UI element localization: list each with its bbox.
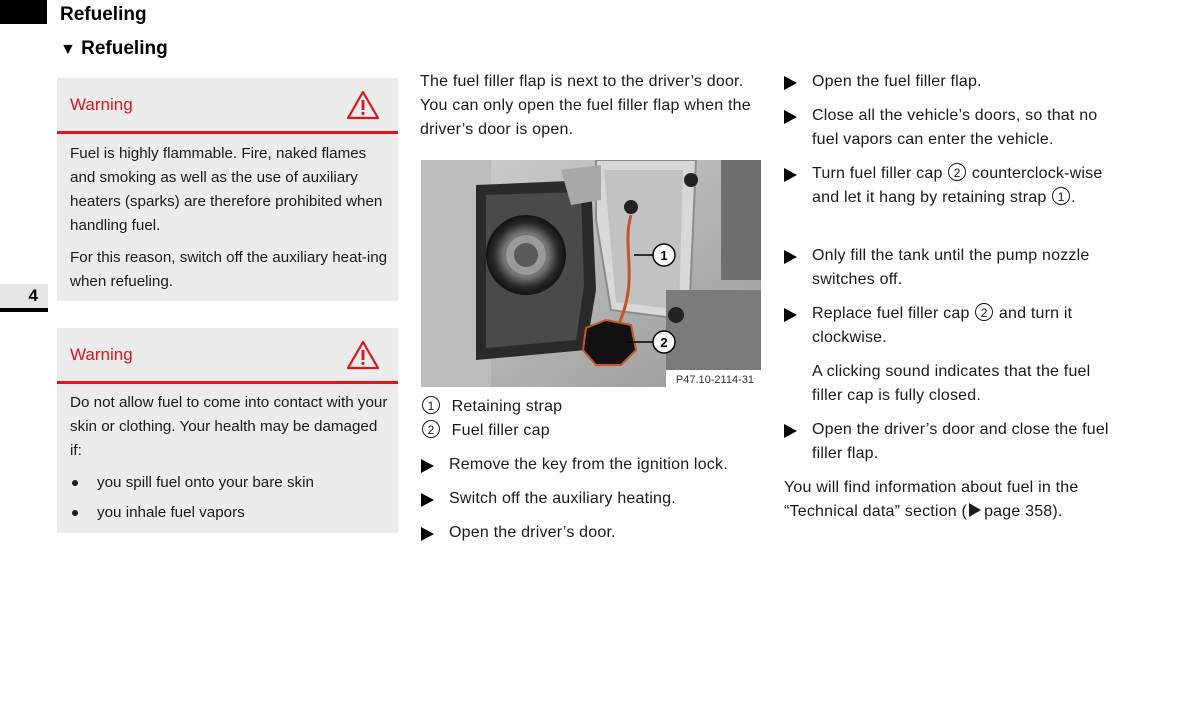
warning-title: Warning (70, 345, 133, 364)
figure-code: P47.10-2114-31 (676, 374, 754, 386)
step-text-part: and turn it clockwise. (812, 305, 1073, 346)
arrow-right-icon (784, 424, 797, 438)
step-text-part: counterclock-wise and let it hang by ret… (812, 165, 1103, 206)
warning-box-2: Warning Do not allow fuel to come into c… (57, 328, 398, 533)
arrow-right-icon (421, 459, 434, 473)
legend-item: 1 Retaining strap (421, 395, 562, 419)
warning-paragraph: Fuel is highly flammable. Fire, naked fl… (70, 145, 383, 234)
warning-paragraph: For this reason, switch off the auxiliar… (70, 249, 388, 290)
step-text-part: Turn fuel filler cap (812, 165, 943, 182)
warning-paragraph: Do not allow fuel to come into contact w… (70, 394, 388, 459)
section-title: Refueling (60, 4, 147, 25)
step-item: Open the fuel filler flap. (784, 70, 1124, 94)
triangle-down-icon: ▼ (60, 41, 76, 58)
arrow-right-icon (784, 308, 797, 322)
callout-number: 2 (422, 420, 440, 438)
step-text-part: Replace fuel filler cap (812, 305, 970, 322)
note-paragraph: A clicking sound indicates that the fuel… (812, 363, 1091, 404)
arrow-right-icon (421, 493, 434, 507)
bullet-dot (72, 480, 78, 486)
step-text: Switch off the auxiliary heating. (449, 490, 676, 507)
warning-header: Warning (57, 78, 398, 134)
callout-2-label: 2 (660, 335, 667, 350)
step-text: Remove the key from the ignition lock. (449, 456, 728, 473)
step-text-part: . (1071, 189, 1076, 206)
arrow-right-icon (784, 110, 797, 124)
footer-paragraph: You will find information about fuel in … (784, 476, 1129, 524)
warning-title: Warning (70, 95, 133, 114)
step-item: Open the driver’s door and close the fue… (784, 418, 1124, 466)
step-text: Open the fuel filler flap. (812, 73, 982, 90)
header-tab (0, 0, 47, 24)
legend-label: Fuel filler cap (451, 422, 550, 439)
step-text: Only fill the tank until the pump nozzle… (812, 247, 1090, 288)
step-item: Replace fuel filler cap 2 and turn it cl… (784, 302, 1124, 350)
intro-paragraph: The fuel filler flap is next to the driv… (420, 73, 751, 138)
callout-number: 2 (975, 303, 994, 321)
warning-triangle-icon (346, 340, 380, 370)
page-ref-arrow-icon (969, 503, 982, 517)
arrow-right-icon (784, 168, 797, 182)
step-item: Switch off the auxiliary heating. (421, 487, 766, 511)
warning-triangle-icon (346, 90, 380, 120)
step-item: Close all the vehicle’s doors, so that n… (784, 104, 1124, 152)
arrow-right-icon (784, 76, 797, 90)
callout-1-label: 1 (660, 248, 667, 263)
subsection-title-text: Refueling (81, 38, 168, 59)
step-text: Turn fuel filler cap 2 counterclock-wise… (812, 162, 1124, 210)
step-text: Replace fuel filler cap 2 and turn it cl… (812, 302, 1124, 350)
step-item: Only fill the tank until the pump nozzle… (784, 244, 1124, 292)
chapter-tab: 4 (0, 284, 48, 312)
legend-label: Retaining strap (451, 398, 563, 415)
step-item: Open the driver’s door. (421, 521, 766, 545)
arrow-right-icon (421, 527, 434, 541)
step-text: Open the driver’s door. (449, 524, 616, 541)
step-item: Turn fuel filler cap 2 counterclock-wise… (784, 162, 1124, 210)
fuel-filler-photo: 1 2 P47.10-2114-31 (421, 160, 761, 387)
subsection-title: ▼ Refueling (60, 38, 168, 60)
warning-bullet-item: you inhale fuel vapors (97, 504, 245, 521)
step-item: Remove the key from the ignition lock. (421, 453, 766, 477)
bullet-dot (72, 510, 78, 516)
warning-bullet-item: you spill fuel onto your bare skin (97, 474, 314, 491)
footer-text: ). (1052, 503, 1063, 520)
callout-number: 1 (1052, 187, 1071, 205)
callout-number: 2 (948, 163, 967, 181)
arrow-right-icon (784, 250, 797, 264)
page-reference-link[interactable]: page 358 (984, 503, 1053, 520)
callout-number: 1 (422, 396, 440, 414)
step-text: Open the driver’s door and close the fue… (812, 421, 1109, 462)
warning-header: Warning (57, 328, 398, 384)
legend-item: 2 Fuel filler cap (421, 419, 550, 443)
footer-text: You will find information about fuel in … (784, 479, 1079, 520)
step-text: Close all the vehicle’s doors, so that n… (812, 107, 1098, 148)
warning-box-1: Warning Fuel is highly flammable. Fire, … (57, 78, 398, 301)
